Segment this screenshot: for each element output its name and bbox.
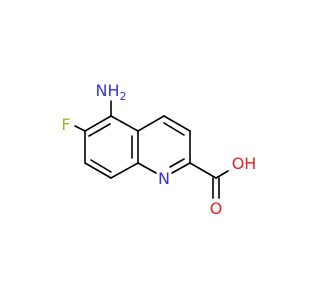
- fluorine-label: F: [61, 115, 70, 134]
- hydroxyl-label: OH: [232, 154, 257, 173]
- bond-c8-c8a: [110, 162, 139, 179]
- bond-c4-c3-inner: [163, 122, 185, 136]
- bond-c7-c8-inner: [90, 159, 112, 173]
- bond-set: [74, 100, 229, 199]
- amino-n-symbol: N: [96, 81, 108, 100]
- bond-c5-c6-inner: [88, 123, 111, 137]
- bond-c5-c6: [84, 115, 112, 132]
- carbonyl-oxygen-label: O: [210, 199, 223, 218]
- bond-c4-c3: [163, 115, 191, 132]
- ring-nitrogen-label: N: [158, 169, 170, 188]
- bond-c2-cooh: [189, 162, 217, 179]
- bond-c2-n1: [171, 162, 191, 174]
- amino-h-symbol: H: [107, 81, 119, 100]
- bond-c6-f: [74, 125, 86, 132]
- bond-c4a-c4: [137, 115, 165, 132]
- bond-n1-c8a: [137, 162, 157, 174]
- hydroxyl-o-symbol: O: [232, 154, 245, 173]
- bond-c2-n1-inner: [169, 158, 185, 168]
- amino-label: NH2: [96, 81, 127, 103]
- amino-subscript: 2: [120, 90, 127, 103]
- bond-cooh-oh: [215, 170, 229, 179]
- molecule-structure: NH2 F N OH O: [61, 81, 256, 218]
- bond-c4a-c5: [110, 115, 139, 132]
- bond-c7-c8: [84, 162, 112, 179]
- atom-label-set: NH2 F N OH O: [61, 81, 256, 218]
- hydroxyl-h-symbol: H: [244, 154, 256, 173]
